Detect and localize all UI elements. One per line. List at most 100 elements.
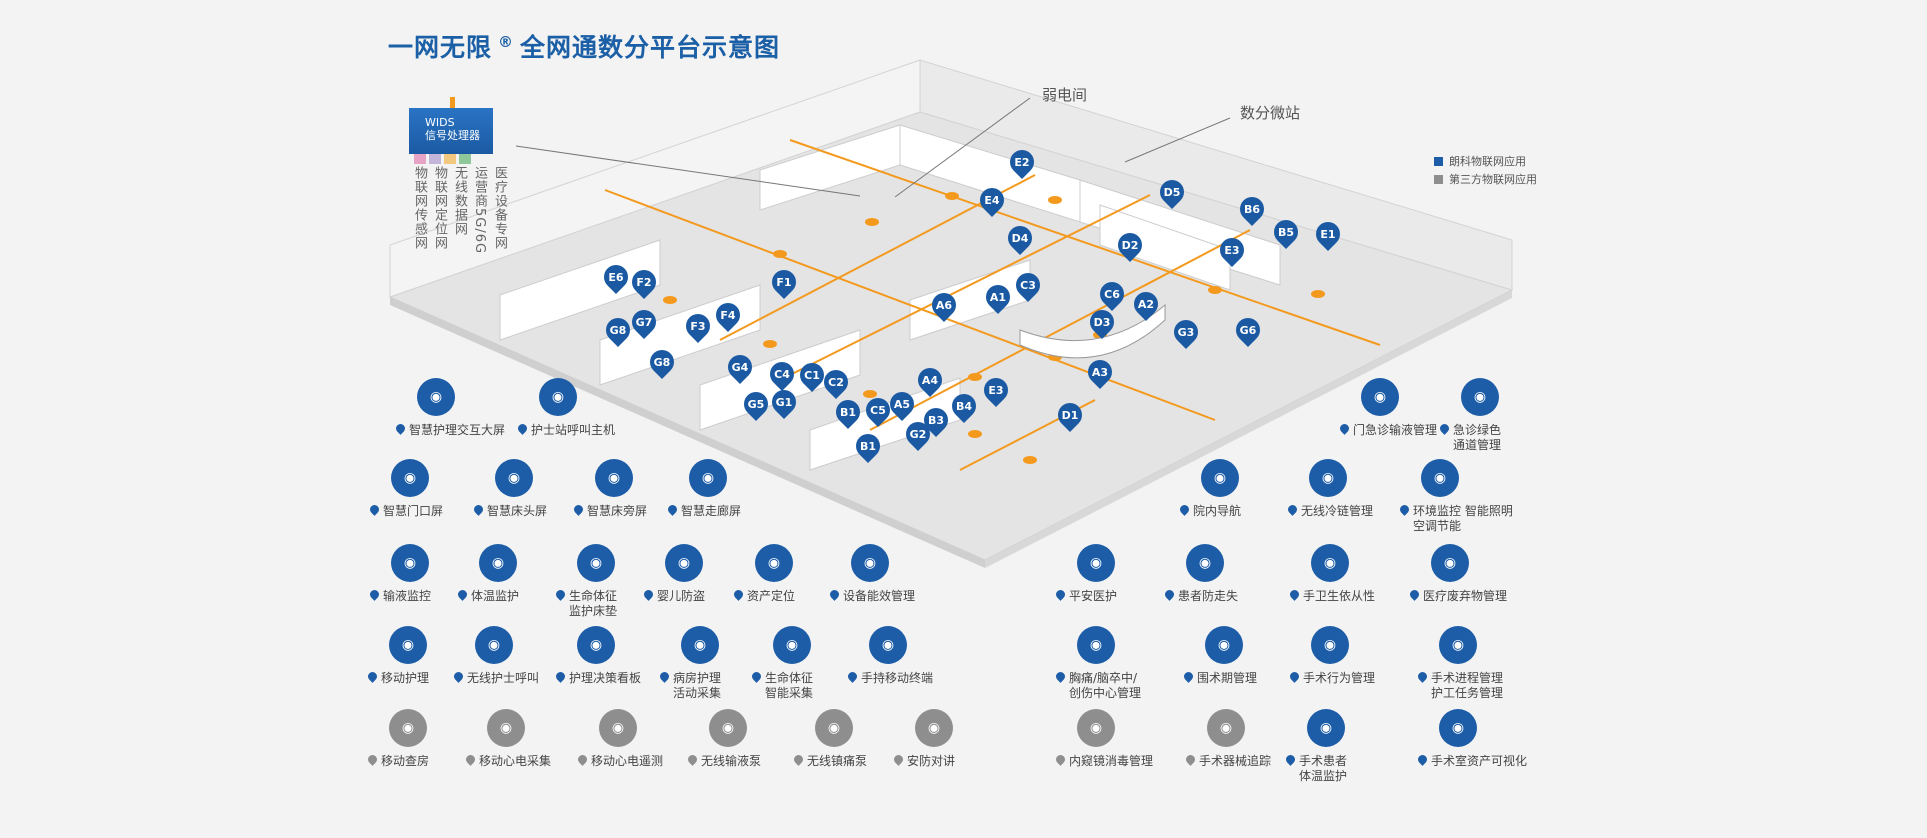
map-marker[interactable]: A1 <box>981 280 1015 314</box>
map-marker[interactable]: G1 <box>767 385 801 419</box>
network-type-labels: 医疗设备专网 运营商5G/6G 无线数据网 物联网定位网 物联网传感网 <box>412 166 507 255</box>
right-app-icon[interactable]: ◉ <box>1077 626 1115 664</box>
map-marker[interactable]: G5 <box>739 387 773 421</box>
left-app-icon[interactable]: ◉ <box>773 626 811 664</box>
map-marker[interactable]: F1 <box>767 265 801 299</box>
left-app-icon[interactable]: ◉ <box>391 544 429 582</box>
map-marker[interactable]: G3 <box>1169 315 1203 349</box>
left-app-icon[interactable]: ◉ <box>755 544 793 582</box>
map-marker[interactable]: F3 <box>681 309 715 343</box>
map-marker[interactable]: E3 <box>979 373 1013 407</box>
location-pin-icon <box>368 503 381 516</box>
left-app-icon[interactable]: ◉ <box>599 709 637 747</box>
map-marker[interactable]: B3 <box>919 403 953 437</box>
left-app-icon[interactable]: ◉ <box>815 709 853 747</box>
right-app-icon[interactable]: ◉ <box>1309 459 1347 497</box>
map-marker[interactable]: G8 <box>645 345 679 379</box>
map-marker[interactable]: E3 <box>1215 233 1249 267</box>
right-app-icon[interactable]: ◉ <box>1439 709 1477 747</box>
left-app-label: 设备能效管理 <box>828 588 915 604</box>
left-app-icon[interactable]: ◉ <box>869 626 907 664</box>
map-marker[interactable]: E2 <box>1005 145 1039 179</box>
right-app-icon[interactable]: ◉ <box>1361 378 1399 416</box>
legend-item: 第三方物联网应用 <box>1434 170 1537 188</box>
map-marker[interactable]: B5 <box>1269 215 1303 249</box>
map-marker[interactable]: B1 <box>831 395 865 429</box>
left-app-icon[interactable]: ◉ <box>915 709 953 747</box>
map-marker[interactable]: D4 <box>1003 221 1037 255</box>
left-app-icon[interactable]: ◉ <box>389 626 427 664</box>
right-app-label: 手术器械追踪 <box>1184 753 1271 769</box>
right-app-icon[interactable]: ◉ <box>1421 459 1459 497</box>
map-marker[interactable]: G6 <box>1231 313 1265 347</box>
left-app-icon[interactable]: ◉ <box>475 626 513 664</box>
left-app-icon[interactable]: ◉ <box>539 378 577 416</box>
map-marker[interactable]: D2 <box>1113 228 1147 262</box>
right-app-icon[interactable]: ◉ <box>1201 459 1239 497</box>
map-marker[interactable]: G8 <box>601 313 635 347</box>
right-app-icon[interactable]: ◉ <box>1307 709 1345 747</box>
map-marker[interactable]: A4 <box>913 363 947 397</box>
location-pin-icon <box>732 588 745 601</box>
left-app-icon[interactable]: ◉ <box>479 544 517 582</box>
map-marker[interactable]: A2 <box>1129 287 1163 321</box>
left-app-label: 移动护理 <box>366 670 429 686</box>
right-app-icon[interactable]: ◉ <box>1431 544 1469 582</box>
left-app-icon[interactable]: ◉ <box>681 626 719 664</box>
map-marker[interactable]: A3 <box>1083 355 1117 389</box>
map-marker[interactable]: C4 <box>765 357 799 391</box>
left-app-icon[interactable]: ◉ <box>665 544 703 582</box>
right-app-icon[interactable]: ◉ <box>1311 544 1349 582</box>
left-app-icon[interactable]: ◉ <box>389 709 427 747</box>
right-app-icon[interactable]: ◉ <box>1439 626 1477 664</box>
location-pin-icon <box>366 670 379 683</box>
right-app-icon[interactable]: ◉ <box>1077 544 1115 582</box>
title-main: 全网通数分平台示意图 <box>520 33 781 62</box>
map-marker[interactable]: G4 <box>723 350 757 384</box>
map-marker[interactable]: C3 <box>1011 268 1045 302</box>
right-app-icon[interactable]: ◉ <box>1461 378 1499 416</box>
map-marker[interactable]: E4 <box>975 183 1009 217</box>
right-app-icon[interactable]: ◉ <box>1077 709 1115 747</box>
map-marker[interactable]: C2 <box>819 365 853 399</box>
left-app-icon[interactable]: ◉ <box>495 459 533 497</box>
map-marker[interactable]: B1 <box>851 429 885 463</box>
right-app-icon[interactable]: ◉ <box>1311 626 1349 664</box>
map-marker[interactable]: D1 <box>1053 398 1087 432</box>
map-marker[interactable]: F2 <box>627 265 661 299</box>
location-pin-icon <box>1416 753 1429 766</box>
left-app-icon[interactable]: ◉ <box>689 459 727 497</box>
map-marker[interactable]: B4 <box>947 389 981 423</box>
left-app-label: 资产定位 <box>732 588 795 604</box>
brand-name: 一网无限 <box>388 33 493 62</box>
location-pin-icon <box>368 588 381 601</box>
location-pin-icon <box>576 753 589 766</box>
left-app-icon[interactable]: ◉ <box>595 459 633 497</box>
left-app-icon[interactable]: ◉ <box>417 378 455 416</box>
map-marker[interactable]: E1 <box>1311 217 1345 251</box>
map-marker[interactable]: E6 <box>599 260 633 294</box>
left-app-icon[interactable]: ◉ <box>709 709 747 747</box>
right-app-icon[interactable]: ◉ <box>1186 544 1224 582</box>
left-app-icon[interactable]: ◉ <box>851 544 889 582</box>
map-marker[interactable]: D5 <box>1155 175 1189 209</box>
location-pin-icon <box>1284 753 1297 766</box>
left-app-label: 体温监护 <box>456 588 519 604</box>
map-marker[interactable]: A6 <box>927 288 961 322</box>
map-marker[interactable]: C5 <box>861 393 895 427</box>
right-app-icon[interactable]: ◉ <box>1207 709 1245 747</box>
map-marker[interactable]: B6 <box>1235 192 1269 226</box>
left-app-icon[interactable]: ◉ <box>391 459 429 497</box>
map-marker[interactable]: A5 <box>885 387 919 421</box>
left-app-icon[interactable]: ◉ <box>487 709 525 747</box>
map-marker[interactable]: G7 <box>627 305 661 339</box>
map-marker[interactable]: D3 <box>1085 305 1119 339</box>
wids-antenna-icon <box>450 97 455 111</box>
left-app-icon[interactable]: ◉ <box>577 626 615 664</box>
right-app-icon[interactable]: ◉ <box>1205 626 1243 664</box>
map-marker[interactable]: C6 <box>1095 277 1129 311</box>
map-marker[interactable]: F4 <box>711 298 745 332</box>
left-app-icon[interactable]: ◉ <box>577 544 615 582</box>
location-pin-icon <box>516 422 529 435</box>
location-pin-icon <box>1054 670 1067 683</box>
